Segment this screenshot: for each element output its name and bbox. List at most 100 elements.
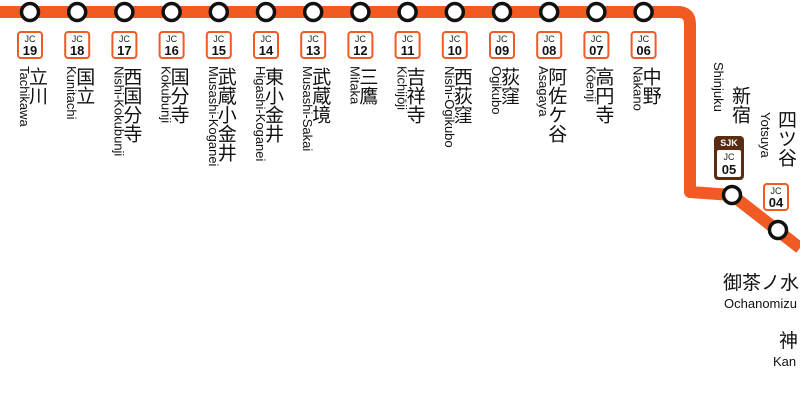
station-marker[interactable] <box>538 1 560 23</box>
station-marker[interactable] <box>255 1 277 23</box>
station-marker[interactable] <box>302 1 324 23</box>
station-name-ja: 四ツ谷 <box>775 110 797 167</box>
station-marker[interactable] <box>721 184 743 206</box>
line-code: JC <box>261 34 273 44</box>
station-marker[interactable] <box>397 1 418 23</box>
station-name-ja: 東小金井 <box>262 67 284 143</box>
station-marker[interactable] <box>767 219 789 241</box>
station-name-en: Nakano <box>631 66 646 111</box>
station-number: 18 <box>70 43 84 58</box>
station-marker[interactable] <box>114 1 135 23</box>
station-name-ja: 立川 <box>26 67 48 105</box>
line-code: JC <box>166 34 178 44</box>
station-name-ja: 阿佐ケ谷 <box>545 67 567 143</box>
station-code: SJK <box>720 138 738 148</box>
station-marker[interactable] <box>491 1 513 23</box>
station-marker[interactable] <box>350 1 371 23</box>
station-name-ja: 国分寺 <box>168 67 190 124</box>
line-code: JC <box>544 34 556 44</box>
line-code: JC <box>402 34 414 44</box>
station-name-ja: 三鷹 <box>356 67 378 105</box>
station-marker[interactable] <box>66 1 88 23</box>
station-number: 13 <box>306 43 320 58</box>
station-name-en: Mitaka <box>347 66 362 105</box>
station-name-en: Nishi-Kokubunji <box>111 66 126 156</box>
station-marker[interactable] <box>19 1 41 23</box>
line-path <box>0 6 800 253</box>
station-name-en: Yotsuya <box>758 112 773 159</box>
station-number: 17 <box>117 43 131 58</box>
station-name-en: Musashi-Koganei <box>206 66 221 167</box>
line-code: JC <box>591 34 603 44</box>
station-number: 07 <box>589 43 603 58</box>
station-name-en: Kunitachi <box>64 66 79 120</box>
station-name-ja: 武蔵境 <box>309 67 331 124</box>
station-name-en: Ochanomizu <box>724 296 797 311</box>
station-name-en: Nishi-Ogikubo <box>442 66 457 148</box>
station-list: JC19立川TachikawaJC18国立KunitachiJC17西国分寺Ni… <box>17 1 662 167</box>
line-code: JC <box>724 152 736 162</box>
station-number: 16 <box>164 43 178 58</box>
station-number: 06 <box>636 43 650 58</box>
station-marker[interactable] <box>208 1 230 23</box>
station-number: 05 <box>722 162 736 177</box>
station-name-en: Asagaya <box>536 66 551 117</box>
station-number: 09 <box>495 43 509 58</box>
station-name-en: Kokubunji <box>159 66 174 123</box>
line-code: JC <box>497 34 509 44</box>
station-name-ja: 高円寺 <box>592 67 614 124</box>
station-name-ja: 国立 <box>73 67 95 105</box>
station-name-ja: 神 <box>779 330 798 352</box>
line-code: JC <box>213 34 225 44</box>
station-number: 19 <box>23 43 37 58</box>
station-name-ja: 西国分寺 <box>120 67 142 143</box>
station-name-en: Shinjuku <box>711 62 726 112</box>
station-name-en: Kōenji <box>583 66 598 102</box>
station-marker[interactable] <box>586 1 607 23</box>
station-number: 14 <box>259 43 274 58</box>
line-code: JC <box>308 34 320 44</box>
line-code: JC <box>72 34 84 44</box>
station-number: 12 <box>353 43 367 58</box>
station-marker[interactable] <box>633 1 654 23</box>
line-code: JC <box>355 34 367 44</box>
station-marker[interactable] <box>161 1 182 23</box>
station-name-ja: 西荻窪 <box>451 67 473 124</box>
station-marker[interactable] <box>444 1 466 23</box>
chuo-line-track <box>0 6 800 253</box>
station-name-en: Kichijōji <box>395 66 410 110</box>
